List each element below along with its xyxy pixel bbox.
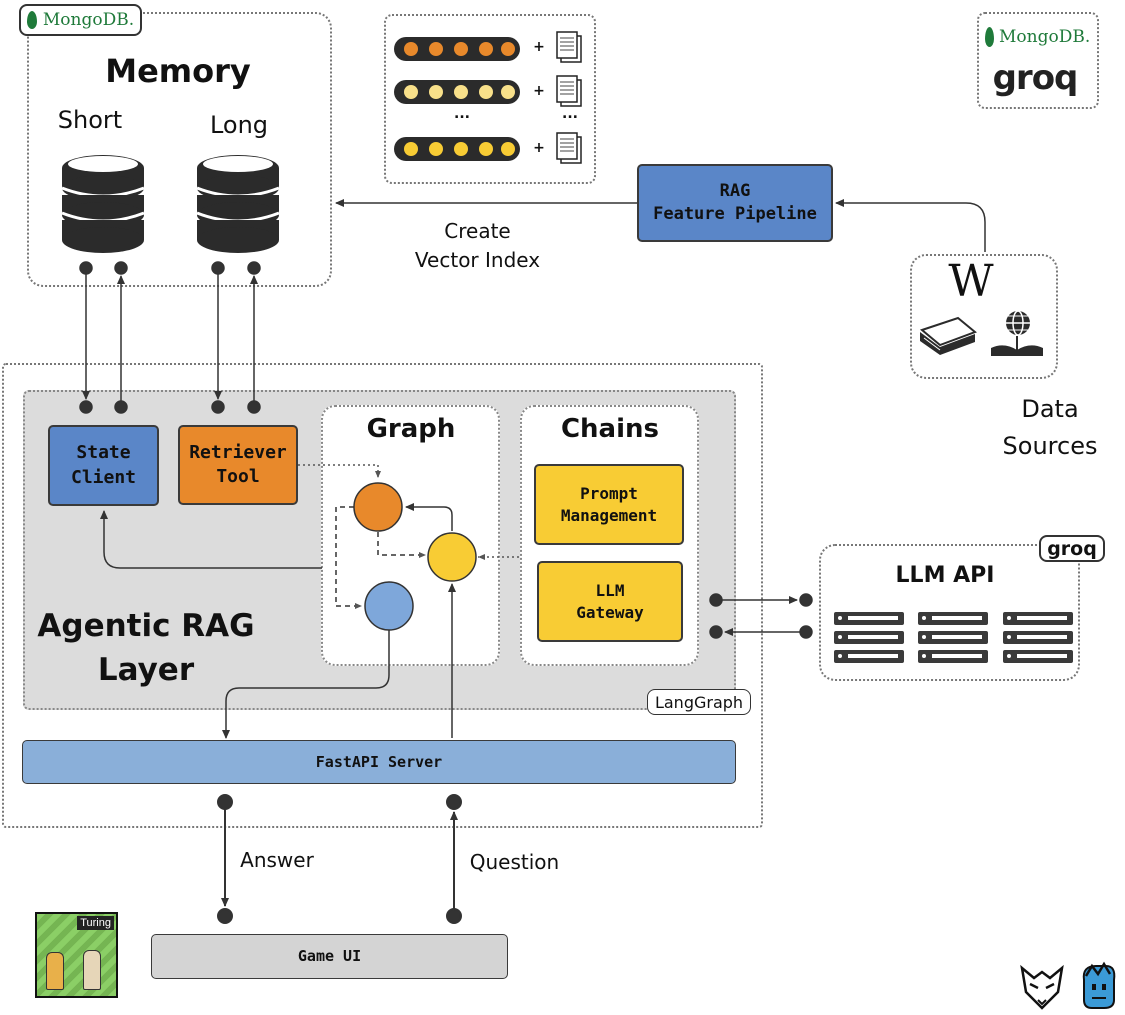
agentic-rag-title-line1: Agentic RAG (37, 608, 255, 644)
llm-api-connectors (709, 593, 813, 639)
vector-ellipsis-left: ... (454, 106, 470, 122)
vector-ellipsis-right: ... (562, 106, 578, 122)
graph-title: Graph (366, 414, 456, 444)
create-vector-index-line2: Vector Index (414, 248, 541, 272)
graph-node-end (364, 581, 414, 631)
vector-embeddings-icon (394, 37, 520, 161)
create-vector-index-line1: Create (444, 219, 511, 243)
game-ui-connectors (217, 794, 462, 924)
fastapi-server[interactable]: FastAPI Server (22, 740, 736, 784)
wolf-icon (1020, 964, 1064, 1010)
server-rack-icons (834, 612, 1073, 663)
top-mongodb-logo: MongoDB. (985, 25, 1093, 49)
data-sources-arrow (835, 199, 986, 252)
agentic-rag-title-line2: Layer (97, 652, 195, 688)
memory-mongodb-logo: MongoDB. (19, 4, 142, 36)
graph-node-retrieve (353, 482, 403, 532)
memory-title: Memory (105, 52, 251, 90)
svg-text:W: W (948, 256, 994, 307)
long-term-database-icon (196, 155, 280, 253)
short-term-database-icon (61, 155, 145, 253)
character-right-icon (83, 950, 101, 990)
llm-api-title: LLM API (895, 563, 995, 588)
plus-sign-1: + (533, 39, 545, 55)
answer-label: Answer (240, 848, 314, 872)
question-label: Question (469, 850, 560, 874)
data-sources-line2: Sources (1002, 432, 1098, 460)
data-sources-container (910, 254, 1058, 379)
memory-connectors (79, 261, 261, 414)
thumbnail-badge: Turing (77, 916, 114, 930)
game-ui[interactable]: Game UI (151, 934, 508, 979)
graph-panel (321, 405, 500, 666)
globe-book-icon (991, 310, 1043, 356)
agentic-rag-container (2, 363, 763, 828)
llm-api-container (819, 544, 1080, 681)
memory-container (27, 12, 332, 287)
state-client[interactable]: State Client (48, 425, 159, 506)
graph-to-fastapi-edge (222, 630, 390, 739)
long-term-label: Long (209, 111, 269, 139)
rag-feature-pipeline[interactable]: RAG Feature Pipeline (637, 164, 833, 242)
mongodb-leaf-icon (985, 27, 994, 47)
retriever-tool[interactable]: Retriever Tool (178, 425, 298, 505)
document-icons (556, 31, 582, 164)
llm-api-groq-logo: groq (1039, 535, 1105, 562)
book-icon (919, 316, 977, 355)
retriever-to-graph-edge (298, 464, 381, 478)
llm-gateway[interactable]: LLM Gateway (537, 561, 683, 642)
graph-to-state-client-edge (100, 510, 322, 569)
graph-flow (100, 464, 519, 739)
short-term-label: Short (57, 106, 123, 134)
plus-sign-3: + (533, 140, 545, 156)
chains-title: Chains (560, 414, 660, 444)
langgraph-logo: LangGraph (647, 689, 751, 715)
character-left-icon (46, 952, 64, 990)
plus-sign-2: + (533, 83, 545, 99)
mascot-icon (1082, 961, 1116, 1009)
prompt-management[interactable]: Prompt Management (534, 464, 684, 545)
graph-node-generate (427, 532, 477, 582)
mongodb-logo-text: MongoDB. (999, 27, 1091, 47)
data-sources-line1: Data (1021, 395, 1079, 423)
wikipedia-icon: W (948, 256, 994, 307)
vector-index-container (384, 14, 596, 184)
top-groq-logo: groq (992, 58, 1079, 98)
game-thumbnail: Turing (35, 912, 118, 998)
mongodb-logo-text: MongoDB. (42, 10, 135, 30)
top-logos-container (977, 12, 1099, 109)
mongodb-leaf-icon (26, 11, 37, 29)
